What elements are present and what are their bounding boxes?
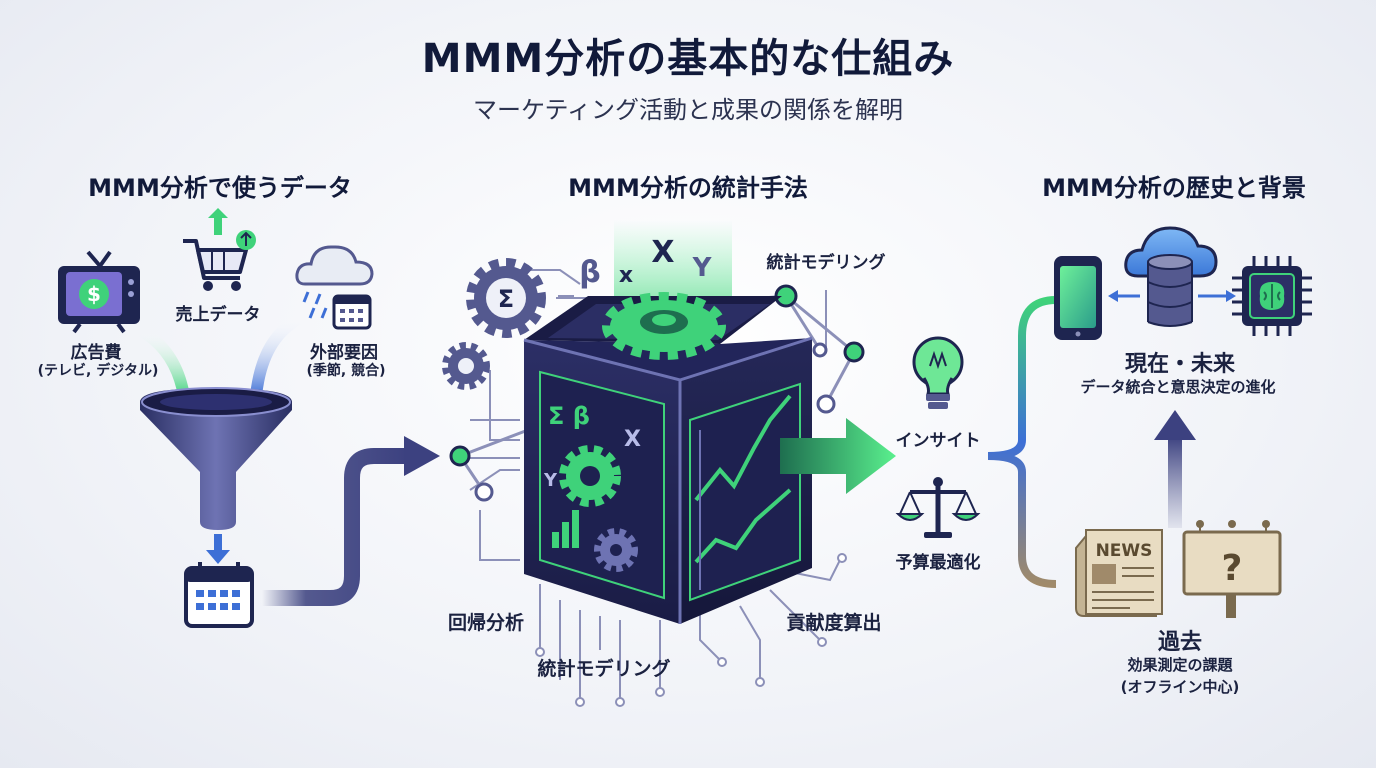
present-future-label: 現在・未来 [1124, 352, 1236, 377]
data-to-model-arrow [262, 448, 408, 606]
x-large-symbol: X [651, 235, 674, 270]
beta-symbol: β [579, 255, 600, 290]
data-to-model-arrowhead [404, 436, 440, 476]
timeline-bracket [987, 296, 1057, 588]
sigma-symbol: Σ [498, 285, 514, 313]
sync-arrows [1108, 290, 1236, 302]
tv-dollar-icon: $ [58, 250, 140, 334]
funnel-down-arrowhead [206, 550, 230, 564]
green-gear-icon [602, 292, 726, 360]
cube-x: X [624, 427, 641, 452]
ai-chip-icon [1232, 256, 1312, 336]
rain-cloud-icon [295, 245, 374, 330]
right-section-heading: MMM分析の歴史と背景 [1042, 174, 1306, 202]
budget-optimization-label: 予算最適化 [895, 553, 981, 573]
x-small-symbol: x [619, 263, 633, 288]
progress-up-arrowhead [1154, 410, 1196, 440]
center-section-heading: MMM分析の統計手法 [568, 174, 808, 202]
shopping-cart-icon [183, 208, 256, 291]
circuit-lines [462, 269, 841, 700]
external-factors-label: 外部要因 [310, 343, 378, 363]
cube-y: Y [543, 470, 558, 491]
past-sub-1: 効果測定の課題 [1127, 656, 1233, 674]
external-factors-sub: (季節, 競合) [306, 363, 386, 379]
progress-up-arrow [1168, 436, 1182, 528]
network-graph [449, 284, 865, 502]
page-subtitle: マーケティング活動と成果の関係を解明 [472, 96, 904, 124]
scale-icon [895, 477, 981, 538]
smartphone-icon [1054, 256, 1102, 340]
ad-flow-arrow [136, 324, 190, 398]
svg-text:$: $ [87, 282, 101, 306]
newspaper-icon: NEWS [1075, 529, 1163, 617]
funnel-down-arrow [214, 534, 222, 552]
past-sub-2: (オフライン中心) [1120, 678, 1240, 696]
insight-arrow [780, 418, 896, 494]
question-sign-icon: ? [1182, 520, 1282, 618]
sales-data-label: 売上データ [175, 305, 261, 325]
calendar-icon [184, 562, 254, 628]
funnel-icon [140, 387, 292, 530]
statistical-modeling-bottom-label: 統計モデリング [537, 658, 671, 680]
statistical-modeling-top-label: 統計モデリング [766, 253, 886, 273]
regression-analysis-label: 回帰分析 [447, 612, 525, 634]
sigma-gear-icon: Σ [466, 258, 546, 338]
small-gear-icon [442, 342, 490, 390]
cube-sigma-beta: Σ β [548, 402, 590, 430]
cloud-database-icon [1124, 226, 1218, 327]
ad-spend-label: 広告費 [70, 343, 122, 363]
page-title: MMM分析の基本的な仕組み [421, 36, 955, 82]
cube-icon: Σ β X Y [523, 296, 813, 624]
contribution-calc-label: 貢献度算出 [786, 612, 882, 634]
external-flow-arrow [250, 312, 304, 397]
news-text: NEWS [1096, 541, 1153, 561]
circuit-nodes [535, 553, 847, 707]
past-label: 過去 [1157, 630, 1203, 655]
ad-spend-sub: (テレビ, デジタル) [37, 363, 159, 379]
present-future-sub: データ統合と意思決定の進化 [1080, 378, 1276, 396]
question-mark: ? [1222, 548, 1243, 589]
lightbulb-icon [912, 336, 964, 409]
insight-label: インサイト [895, 431, 981, 451]
y-symbol: Y [692, 253, 713, 283]
left-section-heading: MMM分析で使うデータ [88, 174, 352, 202]
